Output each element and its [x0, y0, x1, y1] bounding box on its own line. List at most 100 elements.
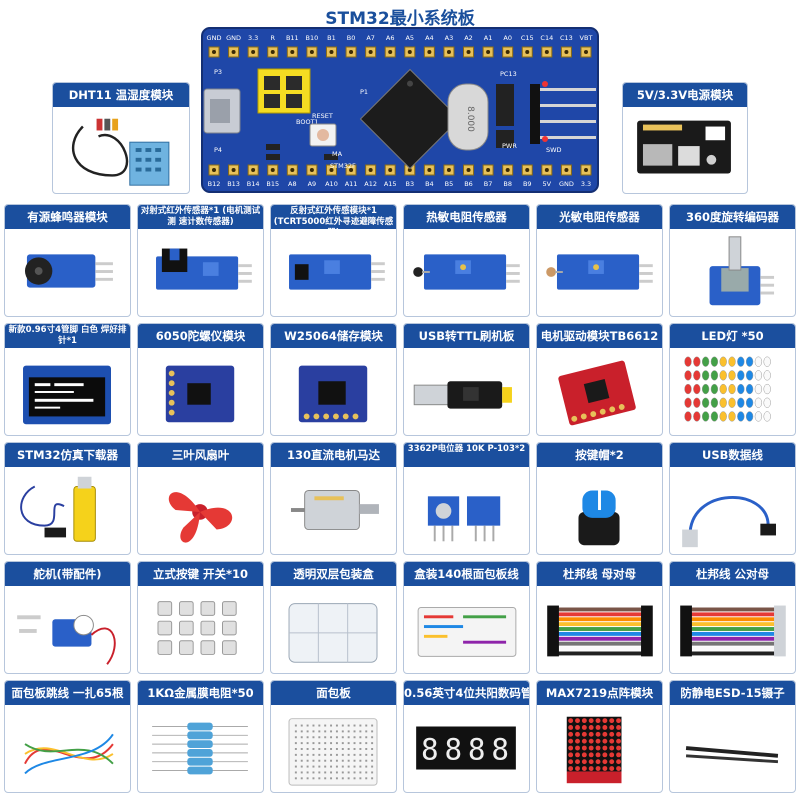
jumper-bundle-icon: [24, 733, 114, 775]
bottom-pin-hole: [212, 168, 216, 172]
product-card: 按键帽*2: [536, 442, 663, 555]
bottom-pin-hole: [486, 168, 491, 172]
top-pin-hole: [251, 50, 256, 54]
usb-ttl-icon: [413, 381, 512, 409]
bottom-pin-hole: [290, 168, 295, 172]
top-pin-label: B10: [306, 34, 319, 42]
product-card: 1KΩ金属膜电阻*50: [137, 680, 264, 793]
product-card: 立式按键 开关*10: [137, 561, 264, 674]
gyro-module-icon: [165, 365, 235, 423]
bottom-pin-hole: [368, 168, 373, 172]
top-pin-label: A0: [503, 34, 512, 42]
product-card: 130直流电机马达: [270, 442, 397, 555]
jumper-box-icon: [417, 607, 517, 657]
bottom-pin-label: A9: [308, 180, 317, 188]
bottom-pin-label: B7: [484, 180, 493, 188]
svg-text:8: 8: [421, 733, 439, 767]
product-card-label: LED灯 *50: [670, 324, 795, 348]
product-card-image: [271, 586, 396, 673]
product-card-label: USB数据线: [670, 443, 795, 467]
bottom-pin-hole: [505, 168, 510, 172]
bottom-pin-hole: [525, 168, 530, 172]
top-pin-label: A6: [386, 34, 395, 42]
dupont-ff-icon: [547, 605, 653, 657]
bottom-pin-label: B6: [464, 180, 473, 188]
product-card: 光敏电阻传感器: [536, 204, 663, 317]
product-card: MAX7219点阵模块: [536, 680, 663, 793]
top-pin-label: B1: [327, 34, 336, 42]
product-card: 3362P电位器 10K P-103*2: [403, 442, 530, 555]
top-pin-hole: [270, 50, 275, 54]
power-module-icon: [637, 120, 731, 174]
top-pin-hole: [212, 50, 216, 54]
product-card: 6050陀螺仪模块: [137, 323, 264, 436]
bottom-pin-label: A11: [345, 180, 358, 188]
product-card-image: [271, 229, 396, 316]
top-pin-hole: [407, 50, 412, 54]
silk-boot1: BOOT1: [296, 118, 319, 126]
bottom-pin-label: 5V: [543, 180, 552, 188]
bottom-pin-label: B12: [208, 180, 221, 188]
product-card-image: [404, 586, 529, 673]
silk-stm32f: STM32F: [330, 162, 356, 170]
product-card-image: [138, 229, 263, 316]
bottom-pin-label: A8: [288, 180, 297, 188]
product-card: 热敏电阻传感器: [403, 204, 530, 317]
product-card-image: [670, 229, 795, 316]
buzzer-module-icon: [24, 254, 113, 288]
product-card-label: 舵机(带配件): [5, 562, 130, 586]
top-pin-hole: [427, 50, 432, 54]
tweezers-icon: [685, 746, 779, 764]
card-dht11: DHT11 温湿度模块: [52, 82, 190, 194]
card-dht11-label: DHT11 温湿度模块: [53, 83, 189, 107]
ir-reflective-sensor-icon: [289, 254, 385, 290]
product-card-image: [138, 705, 263, 792]
product-card-label: 3362P电位器 10K P-103*2: [404, 443, 529, 467]
product-card-label: 杜邦线 公对母: [670, 562, 795, 586]
product-card-image: [5, 705, 130, 792]
product-card-label: 电机驱动模块TB6612: [537, 324, 662, 348]
product-card-image: [404, 229, 529, 316]
bottom-pin-hole: [584, 168, 588, 172]
product-card-image: [670, 467, 795, 554]
product-card-label: 立式按键 开关*10: [138, 562, 263, 586]
product-card: USB数据线: [669, 442, 796, 555]
product-card: 杜邦线 母对母: [536, 561, 663, 674]
oled-display-icon: [23, 365, 111, 425]
potentiometer-icon: [427, 496, 501, 542]
top-pin-label: A7: [366, 34, 375, 42]
product-card: 盒装140根面包板线: [403, 561, 530, 674]
silk-reset: RESET: [312, 112, 333, 120]
product-card: 三叶风扇叶: [137, 442, 264, 555]
bottom-pin-label: B3: [405, 180, 414, 188]
product-card-image: [5, 467, 130, 554]
bottom-pin-label: GND: [559, 180, 574, 188]
product-card: W25064储存模块: [270, 323, 397, 436]
top-pin-label: C13: [560, 34, 573, 42]
top-pin-label: A5: [405, 34, 414, 42]
bottom-pin-hole: [427, 168, 432, 172]
product-card-label: STM32仿真下载器: [5, 443, 130, 467]
top-pin-hole: [368, 50, 373, 54]
svg-text:8: 8: [444, 733, 462, 767]
product-card-image: [537, 229, 662, 316]
product-card-image: [271, 467, 396, 554]
top-pin-hole: [505, 50, 510, 54]
silk-pc13: PC13: [500, 70, 517, 78]
breadboard-icon: [288, 718, 378, 786]
photoresistor-module-icon: [546, 254, 653, 290]
product-card-label: W25064储存模块: [271, 324, 396, 348]
product-card-label: 新款0.96寸4管脚 白色 焊好排针*1: [5, 324, 130, 348]
page-title: STM32最小系统板: [325, 9, 475, 29]
crystal-label: 8.000: [465, 106, 475, 132]
stlink-icon: [20, 476, 96, 542]
product-card-image: [670, 348, 795, 435]
resistor-icon: [152, 722, 248, 775]
knob-cap-icon: [578, 490, 620, 546]
top-pin-hole: [290, 50, 295, 54]
dht11-sensor-icon: [71, 118, 170, 186]
silk-pwr: PWR: [502, 142, 517, 150]
top-pin-hole: [231, 50, 236, 54]
top-pin-hole: [486, 50, 491, 54]
